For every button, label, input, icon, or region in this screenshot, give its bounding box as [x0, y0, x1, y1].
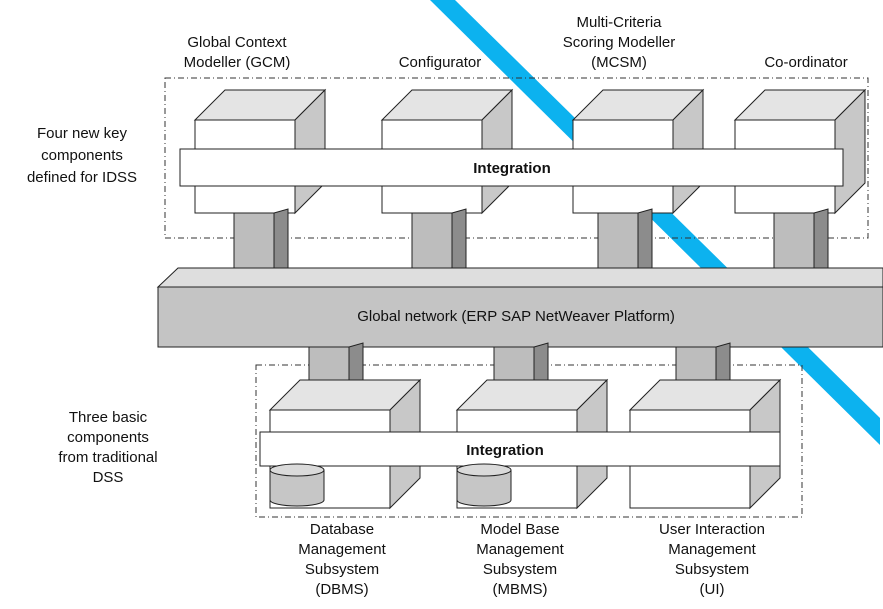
- bottom-component-title-line: User Interaction: [659, 521, 765, 538]
- top-integration-bar: [179, 148, 844, 187]
- top-component-title-line: Configurator: [399, 54, 482, 71]
- top-group-frame: [164, 77, 869, 239]
- bottom-component-title-line: Database: [310, 521, 374, 538]
- bottom-component-title-line: Subsystem: [483, 561, 557, 578]
- bottom-group-side-label-line: from traditional: [58, 449, 157, 466]
- bottom-group-side-label-line: Three basic: [69, 409, 148, 426]
- top-group-side-label: Four new key components defined for IDSS: [27, 125, 137, 186]
- database-cylinder-icon: [269, 463, 325, 507]
- top-connector: [233, 208, 289, 276]
- top-component-title-line: (MCSM): [591, 54, 647, 71]
- top-component-title-line: Multi-Criteria: [576, 14, 662, 31]
- top-integration-label: Integration: [473, 160, 551, 177]
- top-connector: [411, 208, 467, 276]
- top-component-title: Configurator: [399, 54, 482, 71]
- top-component-title-line: Co-ordinator: [764, 54, 847, 71]
- bottom-component-title-line: (MBMS): [493, 581, 548, 598]
- bottom-component-title-line: Management: [476, 541, 564, 558]
- bottom-integration-bar: [259, 431, 781, 467]
- bottom-group-side-label-line: DSS: [93, 469, 124, 486]
- top-group-side-label-line: components: [41, 147, 123, 164]
- global-network-platform: [156, 267, 883, 348]
- global-network-label: Global network (ERP SAP NetWeaver Platfo…: [357, 308, 675, 325]
- bottom-group-side-label-line: components: [67, 429, 149, 446]
- top-connector: [597, 208, 653, 276]
- bottom-component-title-line: Subsystem: [305, 561, 379, 578]
- top-group-side-label-line: defined for IDSS: [27, 169, 137, 186]
- bottom-component-title-line: Subsystem: [675, 561, 749, 578]
- top-component-title-line: Modeller (GCM): [184, 54, 291, 71]
- bottom-component-title-line: (UI): [700, 581, 725, 598]
- bottom-component-title-line: Management: [298, 541, 386, 558]
- top-component-title-line: Global Context: [187, 34, 287, 51]
- top-component-title: Co-ordinator: [764, 54, 847, 71]
- bottom-component-title-line: Management: [668, 541, 756, 558]
- top-group-side-label-line: Four new key: [37, 125, 128, 142]
- bottom-component-title-line: Model Base: [480, 521, 559, 538]
- bottom-integration-label: Integration: [466, 442, 544, 459]
- bottom-component-title-line: (DBMS): [315, 581, 368, 598]
- top-component-title-line: Scoring Modeller: [563, 34, 676, 51]
- database-cylinder-icon: [456, 463, 512, 507]
- top-connector: [773, 208, 829, 276]
